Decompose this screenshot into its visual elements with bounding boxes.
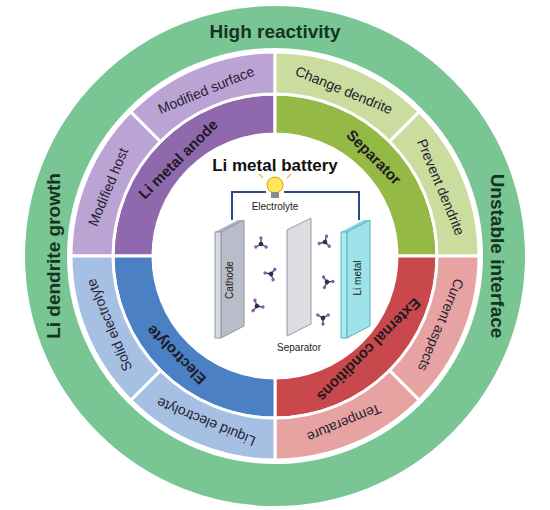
battery-illustration [25,6,525,506]
subcategory-sector-shape [71,256,160,400]
subcategory-sector-shape [390,256,479,400]
subcategory-sector-shape [390,112,479,256]
cathode-plate-side [221,220,244,338]
subcategory-sector-outline [25,6,525,506]
category-sector-shape [113,256,275,418]
subcategory-sector: Liquid electrolyte [25,6,525,506]
wire [232,192,266,220]
category-label: Separator [343,126,405,188]
category-sector: Separator [25,6,525,506]
subcategory-sector-shape [131,52,275,141]
electrolyte-molecules [248,233,335,327]
subcategory-sector: Temperature [25,6,525,506]
outer-ring-shape [46,27,504,485]
category-sector: Electrolyte [25,6,525,506]
category-sector-shape [275,94,437,256]
cathode-plate-top [215,220,244,232]
subcategory-sector: Prevent dendrite [25,6,525,506]
category-label: External conditions [314,295,425,406]
ring-label: Unstable interface [486,174,508,339]
subcategory-sector-shape [131,371,275,460]
category-label: Li metal anode [135,116,221,202]
center-circle-outline [25,6,525,506]
component-label: Li metal [352,260,364,295]
subcategory-sector-outline [25,6,525,506]
subcategory-label: Modified host [85,145,132,228]
subcategory-label: Prevent dendrite [414,137,468,238]
category-sector: External conditions [25,6,525,506]
component-label: Separator [277,342,321,354]
category-label: Electrolyte [143,321,209,387]
light-bulb [259,168,291,198]
subcategory-sector-shape [71,112,160,256]
subcategory-sector: Current aspects [25,6,525,506]
ring-label: Li dendrite growth [43,173,65,339]
category-sector-outline [25,6,525,506]
subcategory-sector: Modified surface [25,6,525,506]
subcategory-label: Liquid electrolyte [155,394,258,449]
center-circle: Li metal batteryElectrolyteCathodeSepara… [25,6,525,506]
li-metal-side [341,232,347,338]
subcategory-label: Temperature [305,401,384,446]
subcategory-sector-outline [25,6,525,506]
subcategory-label: Solid electrolyte [83,276,136,373]
subcategory-sector-outline [25,6,525,506]
diagram-root: High reactivityUnstable interface Li dend… [25,6,525,506]
subcategory-sector-outline [25,6,525,506]
subcategory-sector: Solid electrolyte [25,6,525,506]
wire [284,192,359,220]
outer-ring: High reactivityUnstable interface Li dend… [25,6,525,506]
component-label: Cathode [224,261,236,299]
subcategory-sector-shape [275,52,419,141]
subcategory-sector-outline [25,6,525,506]
subcategory-label: Current aspects [415,276,468,373]
li-metal-top [341,220,370,232]
category-sector-outline [25,6,525,506]
category-sector-outline [25,6,525,506]
category-sector-shape [275,256,437,418]
outer-ring-outline [25,6,525,506]
ring-label: High reactivity [210,21,341,43]
subcategory-sector: Change dendrite [25,6,525,506]
subcategory-sector-shape [275,371,419,460]
center-title: Li metal battery [212,156,338,176]
subcategory-sector: Modified host [25,6,525,506]
subcategory-label: Modified surface [156,63,257,117]
li-metal-plate [347,220,370,338]
subcategory-label: Change dendrite [293,63,395,117]
category-sector: Li metal anode [25,6,525,506]
subcategory-sector-outline [25,6,525,506]
subcategory-sector-outline [25,6,525,506]
separator-sheet [287,218,311,336]
category-sector-shape [113,94,275,256]
category-sector-outline [25,6,525,506]
center-circle-shape [154,135,396,377]
component-label: Electrolyte [252,201,299,213]
cathode-plate [215,232,221,338]
